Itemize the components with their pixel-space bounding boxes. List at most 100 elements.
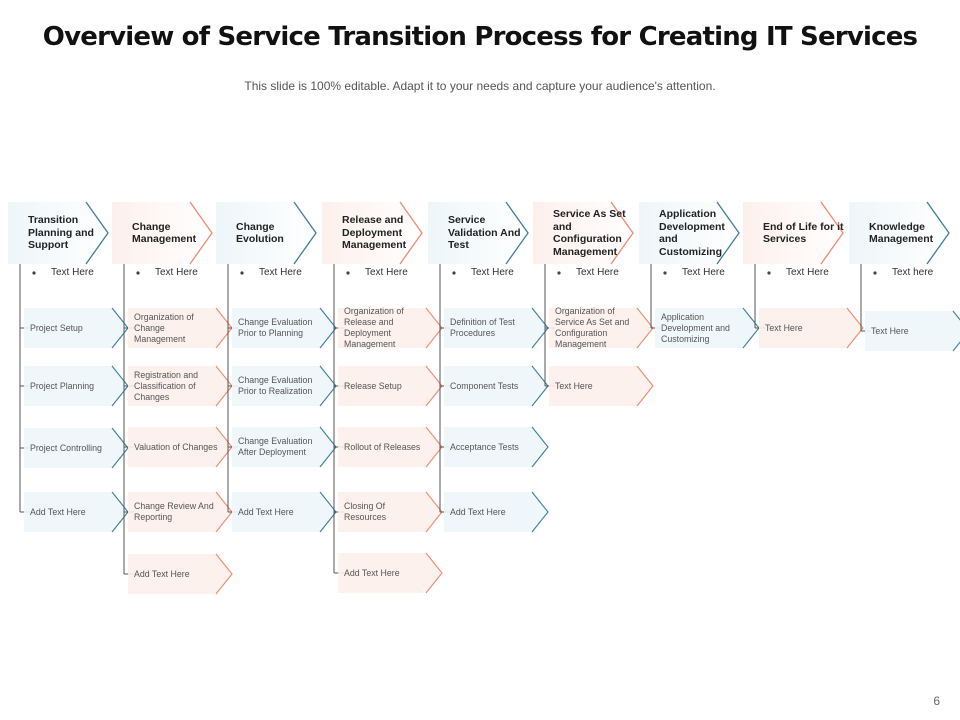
- bullet-text-release-and-deployment-management: Text Here: [365, 267, 408, 278]
- sub-item-add-text-here: Add Text Here: [134, 568, 190, 579]
- sub-chevron-fill: [24, 308, 128, 348]
- column-header-release-and-deployment-management: Release and Deployment Management: [342, 214, 407, 252]
- sub-item-add-text-here: Add Text Here: [450, 506, 506, 517]
- sub-chevron-fill: [232, 427, 336, 467]
- sub-chevron-fill: [128, 492, 232, 532]
- sub-item-text-here: Text Here: [555, 380, 593, 391]
- sub-item-component-tests: Component Tests: [450, 380, 519, 391]
- sub-chevron-fill: [338, 553, 442, 593]
- sub-item-release-setup: Release Setup: [344, 380, 402, 391]
- header-chevron-fill-knowledge-management: [849, 202, 949, 264]
- sub-item-add-text-here: Add Text Here: [30, 506, 86, 517]
- header-chevron-fill-change-evolution: [216, 202, 316, 264]
- sub-item-registration-and-classification-of-changes: Registration and Classification of Chang…: [134, 369, 199, 402]
- bullet-dot-release-and-deployment-management: [346, 271, 350, 275]
- bullet-text-application-development-and-customizing: Text Here: [682, 267, 725, 278]
- sub-chevron-fill: [128, 554, 232, 594]
- sub-chevron-fill: [338, 308, 442, 348]
- sub-chevron-fill: [24, 366, 128, 406]
- sub-item-add-text-here: Add Text Here: [238, 506, 294, 517]
- bullet-dot-end-of-life-for-it-services: [767, 271, 771, 275]
- header-chevron-fill-end-of-life-for-it-services: [743, 202, 843, 264]
- column-header-application-development-and-customizing: Application Development and Customizing: [659, 208, 725, 258]
- bullet-dot-change-evolution: [240, 271, 244, 275]
- sub-chevron-tip: [531, 426, 549, 468]
- column-header-end-of-life-for-it-services: End of Life for it Services: [763, 220, 844, 246]
- header-chevron-tip-service-validation-and-test: [505, 201, 529, 265]
- sub-item-add-text-here: Add Text Here: [344, 567, 400, 578]
- header-chevron-fill-transition-planning-and-support: [8, 202, 108, 264]
- column-header-change-evolution: Change Evolution: [236, 220, 284, 246]
- column-header-change-management: Change Management: [132, 220, 197, 246]
- sub-item-definition-of-test-procedures: Definition of Test Procedures: [450, 317, 515, 338]
- sub-chevron-fill: [232, 366, 336, 406]
- header-chevron-tip-release-and-deployment-management: [399, 201, 423, 265]
- sub-chevron-fill: [24, 428, 128, 468]
- sub-chevron-fill: [444, 427, 548, 467]
- sub-item-change-evaluation-prior-to-planning: Change Evaluation Prior to Planning: [238, 317, 313, 338]
- sub-chevron-fill: [865, 311, 960, 351]
- sub-chevron-fill: [338, 492, 442, 532]
- sub-chevron-fill: [338, 427, 442, 467]
- header-chevron-fill-release-and-deployment-management: [322, 202, 422, 264]
- sub-chevron-fill: [759, 308, 863, 348]
- sub-item-project-setup: Project Setup: [30, 322, 83, 333]
- slide-subtitle: This slide is 100% editable. Adapt it to…: [244, 79, 716, 93]
- sub-item-change-evaluation-prior-to-realization: Change Evaluation Prior to Realization: [238, 375, 313, 396]
- sub-item-project-planning: Project Planning: [30, 380, 95, 391]
- sub-chevron-fill: [232, 492, 336, 532]
- bullet-text-transition-planning-and-support: Text Here: [51, 267, 94, 278]
- header-chevron-tip-transition-planning-and-support: [85, 201, 109, 265]
- sub-chevron-fill: [444, 308, 548, 348]
- slide-title: Overview of Service Transition Process f…: [42, 22, 918, 52]
- sub-chevron-fill: [549, 308, 653, 348]
- header-chevron-fill-service-as-set-and-configuration-management: [533, 202, 633, 264]
- bullet-dot-transition-planning-and-support: [32, 271, 36, 275]
- sub-chevron-fill: [444, 492, 548, 532]
- bullet-dot-application-development-and-customizing: [663, 271, 667, 275]
- sub-chevron-tip: [425, 552, 443, 594]
- sub-item-text-here: Text Here: [871, 325, 909, 336]
- column-header-knowledge-management: Knowledge Management: [869, 220, 934, 246]
- sub-chevron-fill: [128, 366, 232, 406]
- sub-item-organization-of-service-as-set-and-configuration-management: Organization of Service As Set and Confi…: [555, 306, 630, 349]
- bullet-text-service-validation-and-test: Text Here: [471, 267, 514, 278]
- sub-item-change-review-and-reporting: Change Review And Reporting: [134, 501, 214, 522]
- sub-item-rollout-of-releases: Rollout of Releases: [344, 441, 421, 452]
- header-chevron-tip-change-management: [189, 201, 213, 265]
- page-number: 6: [933, 694, 940, 708]
- header-chevron-tip-application-development-and-customizing: [716, 201, 740, 265]
- bullet-dot-knowledge-management: [873, 271, 877, 275]
- column-header-transition-planning-and-support: Transition Planning and Support: [28, 214, 94, 252]
- sub-item-organization-of-change-management: Organization of Change Management: [134, 311, 194, 344]
- sub-chevron-fill: [655, 308, 759, 348]
- header-chevron-fill-application-development-and-customizing: [639, 202, 739, 264]
- sub-chevron-fill: [549, 366, 653, 406]
- column-header-service-validation-and-test: Service Validation And Test: [448, 214, 521, 252]
- header-chevron-tip-service-as-set-and-configuration-management: [610, 201, 634, 265]
- bullet-dot-service-as-set-and-configuration-management: [557, 271, 561, 275]
- sub-chevron-fill: [128, 308, 232, 348]
- header-chevron-tip-change-evolution: [293, 201, 317, 265]
- sub-chevron-fill: [444, 366, 548, 406]
- sub-item-application-development-and-customizing: Application Development and Customizing: [661, 311, 730, 344]
- sub-item-change-evaluation-after-deployment: Change Evaluation After Deployment: [238, 436, 313, 457]
- bullet-text-service-as-set-and-configuration-management: Text Here: [576, 267, 619, 278]
- column-header-service-as-set-and-configuration-management: Service As Set and Configuration Managem…: [553, 208, 626, 258]
- bullet-text-change-evolution: Text Here: [259, 267, 302, 278]
- header-chevron-tip-end-of-life-for-it-services: [820, 201, 844, 265]
- bullet-dot-change-management: [136, 271, 140, 275]
- sub-item-text-here: Text Here: [765, 322, 803, 333]
- sub-chevron-fill: [338, 366, 442, 406]
- sub-item-project-controlling: Project Controlling: [30, 442, 102, 453]
- sub-item-closing-of-resources: Closing Of Resources: [344, 501, 387, 522]
- bullet-text-change-management: Text Here: [155, 267, 198, 278]
- sub-chevron-tip: [531, 491, 549, 533]
- sub-chevron-fill: [232, 308, 336, 348]
- header-chevron-fill-change-management: [112, 202, 212, 264]
- sub-chevron-fill: [128, 427, 232, 467]
- sub-chevron-tip: [846, 307, 864, 349]
- bullet-text-knowledge-management: Text here: [892, 267, 934, 278]
- sub-chevron-tip: [636, 365, 654, 407]
